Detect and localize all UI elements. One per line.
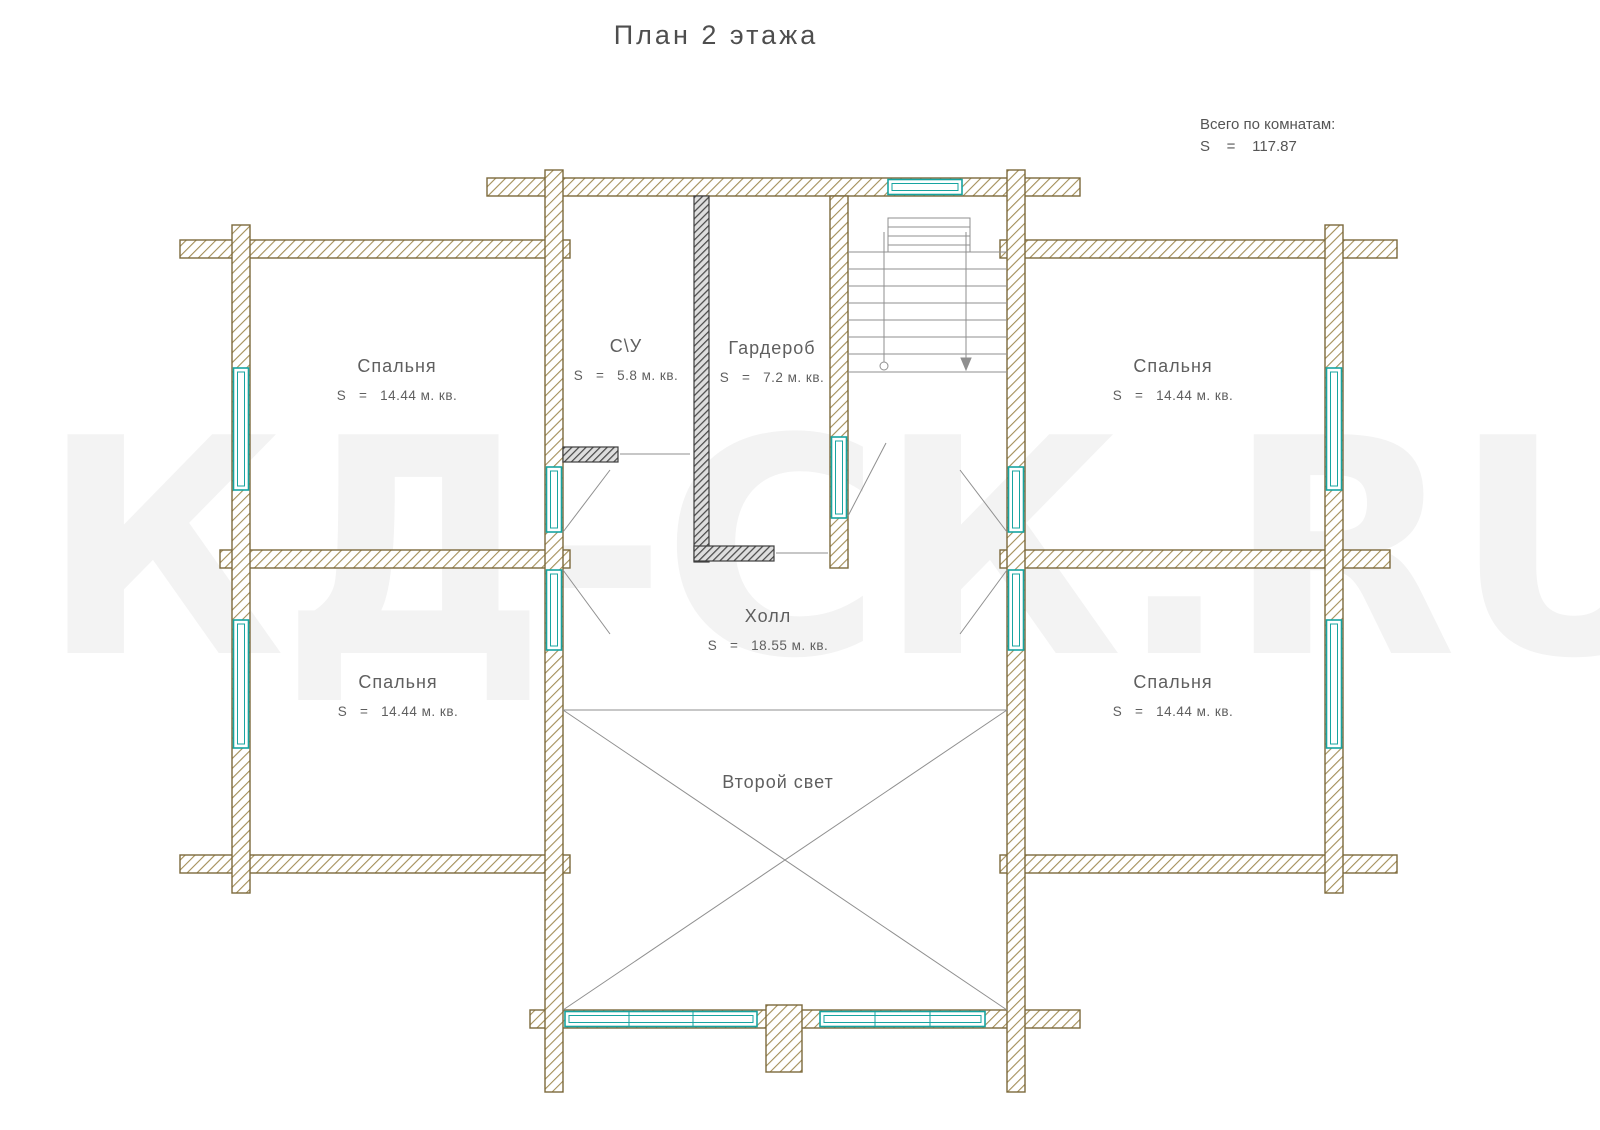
door-frame — [545, 569, 563, 651]
room-label-bedroom-bottom-right: Спальня S = 14.44 м. кв. — [1113, 672, 1234, 719]
room-area: S = 14.44 м. кв. — [1112, 704, 1234, 719]
wall-segment — [179, 854, 571, 874]
room-name: Спальня — [358, 672, 438, 692]
window-glass — [237, 371, 245, 487]
stairs — [848, 217, 1007, 373]
room-label-bedroom-top-left: Спальня S = 14.44 м. кв. — [337, 356, 458, 403]
room-name: С\У — [609, 336, 643, 356]
room-label-wardrobe: Гардероб S = 7.2 м. кв. — [720, 338, 825, 385]
stair-direction-arrow — [960, 357, 972, 372]
door-swings — [562, 442, 1008, 635]
wall-segment — [179, 239, 571, 259]
door-leaf-block — [550, 470, 558, 529]
window — [232, 367, 250, 491]
room-name: Холл — [744, 606, 792, 626]
window — [232, 619, 250, 749]
void-cross-line — [562, 709, 1008, 1011]
window — [1325, 619, 1343, 749]
door-leaf-block — [835, 440, 843, 515]
partition-segment — [562, 446, 619, 463]
room-area: S = 14.44 м. кв. — [337, 704, 459, 719]
wall-segment — [486, 177, 1081, 197]
room-area: S = 5.8 м. кв. — [573, 368, 679, 383]
window-frame — [887, 178, 963, 196]
second-light-void — [562, 709, 1008, 1011]
room-name: Второй свет — [722, 772, 834, 792]
window-glass — [823, 1015, 982, 1023]
room-name: Спальня — [1133, 356, 1213, 376]
partition-segment — [693, 545, 775, 562]
window-frame — [1325, 367, 1343, 491]
wall-segment — [999, 239, 1398, 259]
page-title: План 2 этажа — [613, 20, 819, 50]
interior-doors — [545, 436, 1025, 651]
wall-segment — [999, 549, 1391, 569]
door — [1007, 569, 1025, 651]
window-glass — [237, 623, 245, 745]
wall-segment — [1324, 224, 1344, 894]
wall-segment — [231, 224, 251, 894]
window-frame — [232, 367, 250, 491]
door-frame — [1007, 466, 1025, 533]
room-name: Гардероб — [728, 338, 816, 358]
total-area-value: S = 117.87 — [1200, 138, 1297, 155]
room-area: S = 18.55 м. кв. — [707, 638, 829, 653]
door — [830, 436, 848, 519]
window — [887, 178, 963, 196]
door — [1007, 466, 1025, 533]
door-leaf-line — [847, 442, 887, 517]
room-label-bedroom-bottom-left: Спальня S = 14.44 м. кв. — [338, 672, 459, 719]
room-label-bathroom: С\У S = 5.8 м. кв. — [574, 336, 679, 383]
door-frame — [830, 436, 848, 519]
door — [545, 569, 563, 651]
window-frame — [564, 1010, 758, 1028]
stair-upper-flight — [887, 217, 971, 253]
stair-direction-start — [879, 361, 889, 371]
door-leaf-line — [959, 469, 1008, 533]
room-area: S = 7.2 м. кв. — [719, 370, 825, 385]
room-area: S = 14.44 м. кв. — [1112, 388, 1234, 403]
window-glass — [568, 1015, 754, 1023]
door — [545, 466, 563, 533]
room-label-bedroom-top-right: Спальня S = 14.44 м. кв. — [1113, 356, 1234, 403]
chimney-block — [765, 1004, 803, 1073]
door-leaf-block — [1012, 470, 1020, 529]
room-name: Спальня — [1133, 672, 1213, 692]
window-frame — [232, 619, 250, 749]
room-area: S = 14.44 м. кв. — [336, 388, 458, 403]
window — [564, 1010, 758, 1028]
windows — [232, 178, 1343, 1028]
window-glass — [1330, 371, 1338, 487]
door-leaf-line — [959, 569, 1008, 635]
room-name: Спальня — [357, 356, 437, 376]
partition-segment — [693, 195, 710, 563]
window-frame — [819, 1010, 986, 1028]
window-glass — [891, 183, 959, 191]
door-leaf-line — [562, 469, 611, 533]
room-label-hall: Холл S = 18.55 м. кв. — [708, 606, 829, 653]
window — [1325, 367, 1343, 491]
door-leaf-line — [562, 569, 611, 635]
total-area-note: Всего по комнатам: S = 117.87 — [1200, 116, 1335, 155]
window — [819, 1010, 986, 1028]
door-leaf-block — [550, 573, 558, 647]
window-frame — [1325, 619, 1343, 749]
door-frame — [545, 466, 563, 533]
wall-segment — [219, 549, 571, 569]
wall-segment — [999, 854, 1398, 874]
window-glass — [1330, 623, 1338, 745]
total-area-label: Всего по комнатам: — [1200, 116, 1336, 133]
partition-walls — [562, 195, 775, 563]
room-label-second-light: Второй свет — [722, 772, 834, 793]
door-leaf-block — [1012, 573, 1020, 647]
door-frame — [1007, 569, 1025, 651]
